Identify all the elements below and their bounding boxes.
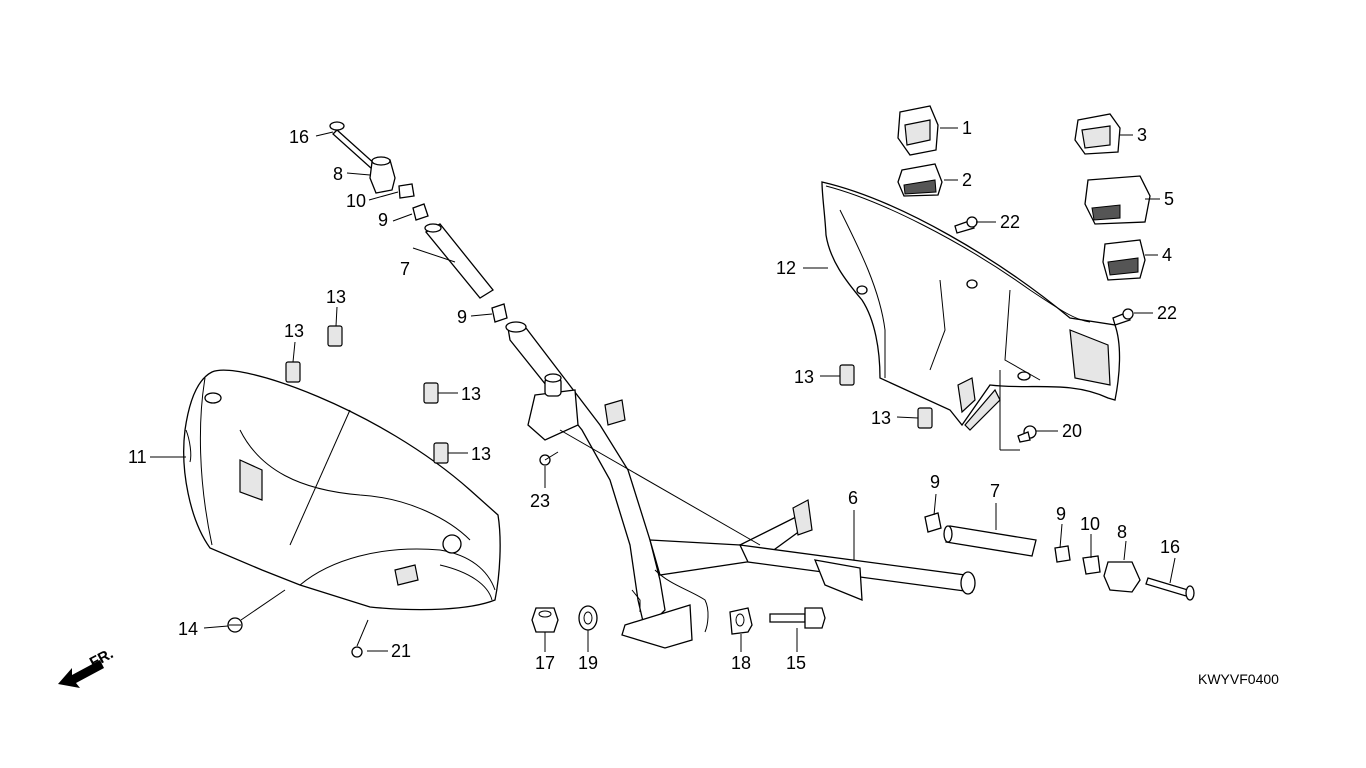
leader-lines: [150, 127, 1176, 652]
front-handlebar-cover: [183, 369, 501, 611]
callout-3: 3: [1137, 125, 1147, 145]
callout-6: 6: [848, 488, 858, 508]
clip-nut-13b: [285, 361, 301, 383]
callout-2: 2: [962, 170, 972, 190]
callout-7a: 7: [400, 259, 410, 279]
callout-16b: 16: [1160, 537, 1180, 557]
callout-11: 11: [128, 447, 147, 467]
switch-part-3: [1074, 113, 1121, 155]
screw-14: [227, 617, 243, 633]
callout-9d: 9: [1056, 504, 1066, 524]
callout-10b: 10: [1080, 514, 1100, 534]
callout-18: 18: [731, 653, 751, 673]
screw-21: [351, 619, 369, 658]
screw-23: [539, 451, 559, 466]
switch-part-2: [897, 163, 943, 197]
callout-13d: 13: [471, 444, 491, 464]
clip-nut-13a: [327, 325, 343, 347]
right-bar-end-stack: [924, 512, 1195, 601]
clip-nut-13f: [917, 407, 933, 429]
diagram-code: KWYVF0400: [1198, 671, 1279, 687]
left-bar-end-stack: [329, 121, 508, 323]
callout-13f: 13: [871, 408, 891, 428]
callout-14: 14: [178, 619, 198, 639]
callout-8a: 8: [333, 164, 343, 184]
callout-12: 12: [776, 258, 796, 278]
callout-7b: 7: [990, 481, 1000, 501]
callout-13c: 13: [461, 384, 481, 404]
switch-part-1: [897, 105, 939, 156]
screw-22a: [954, 216, 978, 234]
callout-16a: 16: [289, 127, 309, 147]
rear-handlebar-cover: [821, 181, 1121, 451]
callout-4: 4: [1162, 245, 1172, 265]
callout-23: 23: [530, 491, 550, 511]
clip-nut-13e: [839, 364, 855, 386]
bolt-15: [769, 607, 826, 629]
front-direction-arrow-icon: FR.: [58, 645, 116, 688]
screw-20: [1017, 425, 1037, 443]
callout-20: 20: [1062, 421, 1082, 441]
switch-part-5: [1084, 175, 1151, 225]
switch-part-4: [1102, 239, 1146, 281]
callout-13b: 13: [284, 321, 304, 341]
clip-nut-13c: [423, 382, 439, 404]
callout-17: 17: [535, 653, 555, 673]
screw-22b: [1112, 308, 1134, 326]
callout-8b: 8: [1117, 522, 1127, 542]
callout-15: 15: [786, 653, 806, 673]
callout-13e: 13: [794, 367, 814, 387]
callout-9c: 9: [930, 472, 940, 492]
callout-5: 5: [1164, 189, 1174, 209]
callout-22b: 22: [1157, 303, 1177, 323]
callout-10a: 10: [346, 191, 366, 211]
callout-1: 1: [962, 118, 972, 138]
rubber-18: [729, 607, 753, 635]
callout-13a: 13: [326, 287, 346, 307]
nut-17: [531, 607, 559, 633]
clip-nut-13d: [433, 442, 449, 464]
handlebar-pipe: [505, 321, 976, 649]
callout-21: 21: [391, 641, 411, 661]
callout-labels: 1 2 3 4 5 6 7 7 8 8 9 9 9 9 10 10 11 12 …: [128, 118, 1180, 673]
callout-22a: 22: [1000, 212, 1020, 232]
callout-19: 19: [578, 653, 598, 673]
callout-9b: 9: [457, 307, 467, 327]
callout-9a: 9: [378, 210, 388, 230]
washer-19: [578, 605, 598, 631]
